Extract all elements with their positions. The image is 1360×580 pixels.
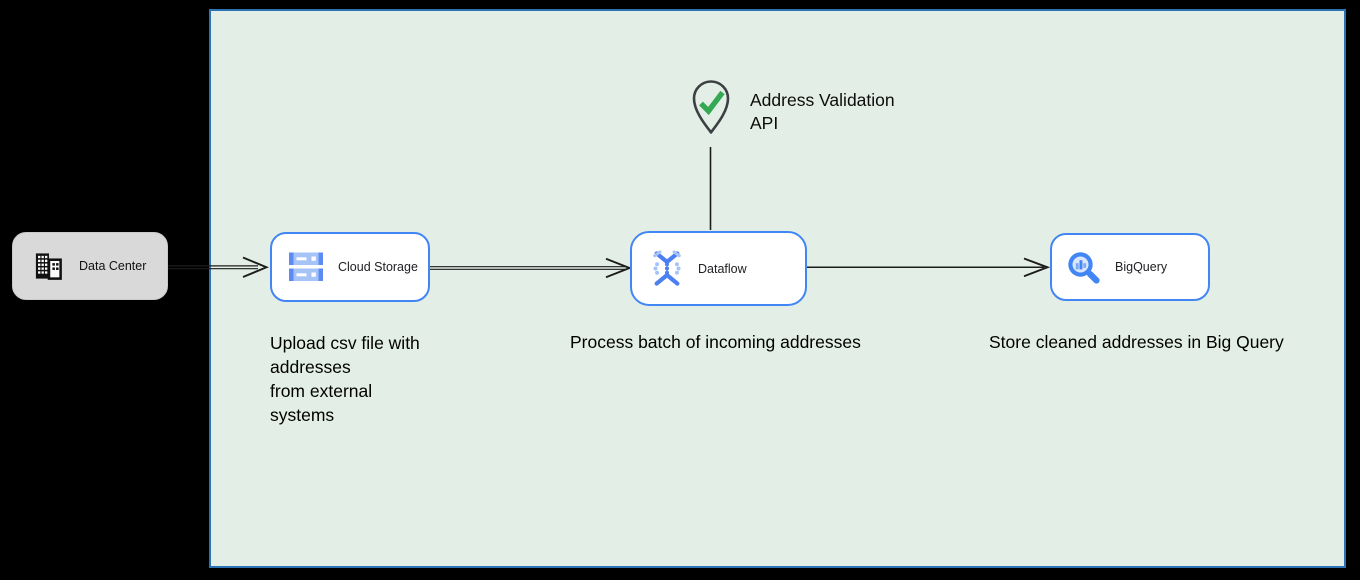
node-dataflow[interactable]: Dataflow [630,231,807,306]
caption-dataflow: Process batch of incoming addresses [570,332,861,352]
node-cloud-storage-label: Cloud Storage [338,260,418,274]
api-annotation-label: Address Validation API [750,90,895,133]
node-data-center-label: Data Center [79,259,147,273]
node-cloud-storage[interactable]: Cloud Storage [270,232,430,302]
building-icon [35,252,62,280]
caption-bigquery: Store cleaned addresses in Big Query [989,332,1284,352]
node-bigquery-label: BigQuery [1115,260,1168,274]
caption-cloud-storage: Upload csv file with addresses from exte… [270,333,420,425]
node-dataflow-label: Dataflow [698,261,747,276]
node-bigquery[interactable]: BigQuery [1050,233,1210,301]
bigquery-icon [1068,251,1100,284]
cloud-storage-icon [289,252,323,281]
node-data-center[interactable]: Data Center [12,232,168,300]
map-pin-check-icon[interactable] [688,78,734,136]
dataflow-icon [653,250,681,286]
